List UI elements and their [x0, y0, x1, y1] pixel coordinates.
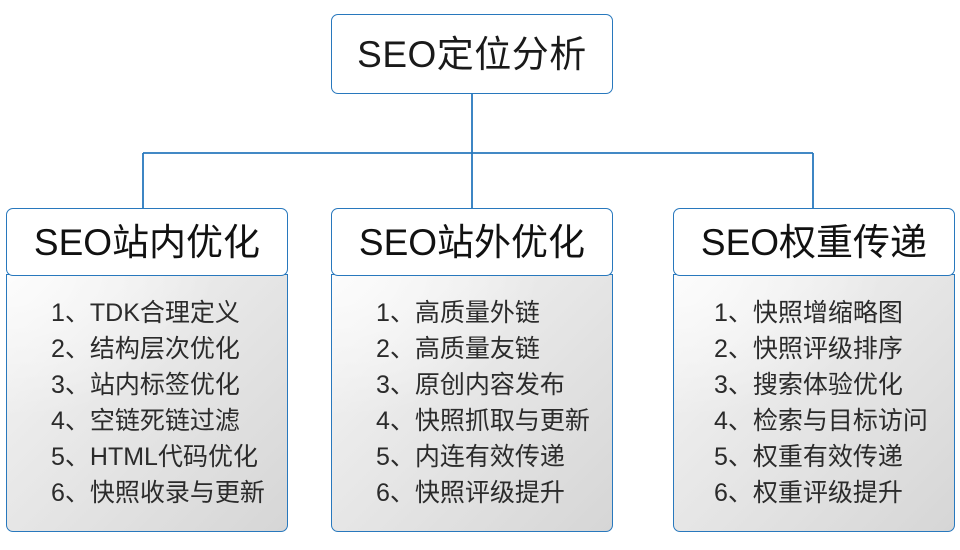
root-node-label: SEO定位分析	[357, 33, 587, 75]
list-item: 5、 内连有效传递	[332, 439, 612, 475]
list-item: 6、 快照收录与更新	[7, 475, 287, 511]
list-item-label: 权重评级提升	[752, 479, 903, 508]
list-item: 2、 快照评级排序	[674, 331, 954, 367]
list-item-index: 6、	[376, 479, 415, 508]
list-item: 4、 快照抓取与更新	[332, 403, 612, 439]
list-item-index: 4、	[51, 407, 90, 436]
list-item-index: 5、	[51, 443, 90, 472]
list-item-index: 6、	[714, 479, 753, 508]
list-item-index: 2、	[51, 335, 90, 364]
list-item-index: 2、	[376, 335, 415, 364]
list-item: 3、 站内标签优化	[7, 367, 287, 403]
branch-3-body: 1、 快照增缩略图 2、 快照评级排序 3、 搜索体验优化 4、 检索与目标访问…	[673, 274, 955, 533]
list-item-index: 4、	[714, 407, 753, 436]
list-item: 2、 高质量友链	[332, 331, 612, 367]
branch-2-header: SEO站外优化	[331, 208, 613, 276]
list-item: 5、 权重有效传递	[674, 439, 954, 475]
list-item-index: 1、	[51, 299, 90, 328]
list-item-label: 搜索体验优化	[752, 371, 903, 400]
list-item-label: 内连有效传递	[414, 443, 565, 472]
branch-3-header: SEO权重传递	[673, 208, 955, 276]
list-item-label: 快照收录与更新	[89, 479, 265, 508]
branch-1-header: SEO站内优化	[6, 208, 288, 276]
list-item-label: 空链死链过滤	[89, 407, 240, 436]
list-item-label: 检索与目标访问	[752, 407, 928, 436]
list-item: 2、 结构层次优化	[7, 331, 287, 367]
list-item-index: 3、	[51, 371, 90, 400]
branch-1-body: 1、 TDK合理定义 2、 结构层次优化 3、 站内标签优化 4、 空链死链过滤…	[6, 274, 288, 533]
branch-column-1: SEO站内优化 1、 TDK合理定义 2、 结构层次优化 3、 站内标签优化 4…	[6, 208, 288, 533]
list-item-label: 权重有效传递	[752, 443, 903, 472]
list-item-label: 高质量外链	[414, 299, 540, 328]
list-item-label: HTML代码优化	[89, 443, 258, 472]
list-item-label: 快照抓取与更新	[414, 407, 590, 436]
list-item: 6、 快照评级提升	[332, 475, 612, 511]
list-item: 4、 空链死链过滤	[7, 403, 287, 439]
list-item: 3、 搜索体验优化	[674, 367, 954, 403]
list-item: 1、 快照增缩略图	[674, 295, 954, 331]
list-item-label: 原创内容发布	[414, 371, 565, 400]
list-item: 1、 TDK合理定义	[7, 295, 287, 331]
list-item: 1、 高质量外链	[332, 295, 612, 331]
list-item: 6、 权重评级提升	[674, 475, 954, 511]
branch-2-body: 1、 高质量外链 2、 高质量友链 3、 原创内容发布 4、 快照抓取与更新 5…	[331, 274, 613, 533]
root-node: SEO定位分析	[331, 14, 613, 94]
list-item-index: 4、	[376, 407, 415, 436]
list-item-label: 快照评级提升	[414, 479, 565, 508]
list-item-index: 5、	[714, 443, 753, 472]
list-item-index: 3、	[714, 371, 753, 400]
branch-2-item-list: 1、 高质量外链 2、 高质量友链 3、 原创内容发布 4、 快照抓取与更新 5…	[332, 295, 612, 511]
list-item-index: 6、	[51, 479, 90, 508]
list-item-index: 1、	[376, 299, 415, 328]
list-item-label: 快照增缩略图	[752, 299, 903, 328]
list-item: 3、 原创内容发布	[332, 367, 612, 403]
branch-2-title: SEO站外优化	[358, 221, 586, 263]
list-item-label: TDK合理定义	[89, 299, 240, 328]
branch-column-2: SEO站外优化 1、 高质量外链 2、 高质量友链 3、 原创内容发布 4、 快	[331, 208, 613, 533]
list-item-label: 站内标签优化	[89, 371, 240, 400]
branch-1-item-list: 1、 TDK合理定义 2、 结构层次优化 3、 站内标签优化 4、 空链死链过滤…	[7, 295, 287, 511]
list-item-index: 1、	[714, 299, 753, 328]
branch-3-item-list: 1、 快照增缩略图 2、 快照评级排序 3、 搜索体验优化 4、 检索与目标访问…	[674, 295, 954, 511]
list-item: 4、 检索与目标访问	[674, 403, 954, 439]
list-item-label: 快照评级排序	[752, 335, 903, 364]
list-item-index: 3、	[376, 371, 415, 400]
list-item-index: 5、	[376, 443, 415, 472]
list-item-label: 结构层次优化	[89, 335, 240, 364]
branch-column-3: SEO权重传递 1、 快照增缩略图 2、 快照评级排序 3、 搜索体验优化 4、	[673, 208, 955, 533]
list-item-label: 高质量友链	[414, 335, 540, 364]
list-item-index: 2、	[714, 335, 753, 364]
branch-1-title: SEO站内优化	[33, 221, 261, 263]
branch-3-title: SEO权重传递	[700, 221, 928, 263]
list-item: 5、 HTML代码优化	[7, 439, 287, 475]
